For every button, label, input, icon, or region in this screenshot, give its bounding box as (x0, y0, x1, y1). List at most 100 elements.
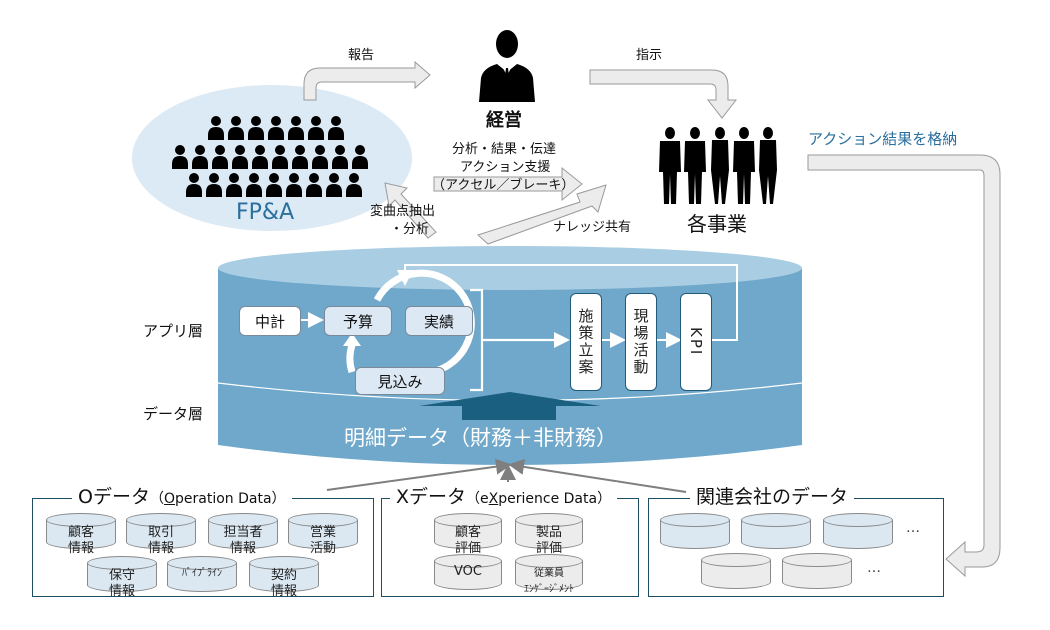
x-data-cylinder: VOC (434, 554, 502, 590)
affiliate-ellipsis-2: … (867, 560, 881, 576)
person-icon (326, 173, 342, 197)
cylinder-label: 担当者 情報 (223, 525, 263, 556)
inflection-arrow (384, 182, 437, 239)
affiliate-cylinder (660, 513, 730, 549)
o-data-title: Oデータ（Operation Data） (72, 482, 292, 509)
cycle-arc-arrow (346, 343, 356, 374)
o-data-cylinder: 取引 情報 (126, 513, 196, 556)
flow-box-plan: 施策立案 (570, 293, 602, 391)
flow-box-kpi: KPI (680, 293, 712, 391)
store-result-label: アクション結果を格納 (808, 130, 958, 148)
app-layer-label: アプリ層 (143, 322, 204, 340)
business-person-icon (659, 127, 681, 204)
management-desc-2: アクション支援 (460, 160, 551, 175)
person-icon (226, 173, 242, 197)
cylinder-label: VOC (454, 564, 482, 579)
x-data-cylinder: 従業員 ｴﾝｹﾞｰｼﾞﾒﾝﾄ (515, 554, 583, 595)
x-data-cylinder: 顧客 評価 (434, 513, 502, 556)
person-icon (286, 173, 302, 197)
person-icon (306, 173, 322, 197)
business-person-icon (759, 127, 777, 204)
person-icon (206, 173, 222, 197)
detail-data-label: 明細データ（財務＋非財務） (344, 426, 617, 450)
person-icon (308, 116, 324, 140)
o-data-cylinder: 契約 情報 (249, 556, 319, 599)
budget-box: 予算 (324, 306, 392, 336)
person-icon (288, 116, 304, 140)
actual-box: 実績 (405, 306, 473, 336)
knowledge-label: ナレッジ共有 (553, 220, 632, 235)
report-arrow (303, 60, 431, 101)
person-icon (248, 116, 264, 140)
instruct-arrow (589, 69, 738, 119)
midterm-box: 中計 (239, 306, 301, 336)
business-person-icon (711, 127, 729, 204)
x-data-group (381, 498, 639, 597)
cycle-arc (373, 269, 475, 376)
o-data-cylinder: 保守 情報 (87, 556, 157, 599)
fpa-label: FP&A (236, 200, 295, 225)
person-icon (186, 173, 202, 197)
management-label: 経営 (486, 110, 522, 131)
fpa-people-icon (168, 116, 383, 200)
person-icon (192, 145, 208, 169)
cylinder-label: 顧客 評価 (454, 525, 481, 556)
cylinder-label: 製品 評価 (535, 525, 562, 556)
person-icon (352, 145, 368, 169)
person-icon (272, 145, 288, 169)
report-label: 報告 (348, 48, 375, 63)
inflection-label-1: 変曲点抽出 (370, 204, 436, 219)
cylinder-label: 営業 活動 (309, 525, 336, 556)
affiliate-cylinder (782, 553, 852, 589)
person-icon (212, 145, 228, 169)
data-to-app-arrow (419, 392, 601, 420)
flow-box-field: 現場活動 (625, 293, 657, 391)
x-data-title: Xデータ（eXperience Data） (390, 482, 618, 509)
management-desc-1: 分析・結果・伝達 (452, 142, 557, 157)
x-data-cylinder: 製品 評価 (515, 513, 583, 556)
accel-arrow (433, 166, 583, 202)
business-person-icon (684, 127, 706, 204)
o-data-cylinder: 顧客 情報 (46, 513, 116, 556)
data-layer-label: データ層 (143, 405, 204, 423)
cylinder-label: 顧客 情報 (67, 525, 94, 556)
affiliate-cylinder (823, 513, 893, 549)
cylinder-label: ﾊﾟｲﾌﾟﾗｲﾝ (182, 568, 222, 579)
o-data-cylinder: ﾊﾟｲﾌﾟﾗｲﾝ (167, 556, 237, 592)
person-icon (232, 145, 248, 169)
person-icon (266, 173, 282, 197)
forecast-box: 見込み (355, 367, 445, 395)
affiliate-data-title: 関連会社のデータ (690, 482, 855, 509)
feedback-loop-line (397, 264, 738, 341)
person-icon (312, 145, 328, 169)
management-desc-3: （アクセル／ブレーキ） (432, 178, 575, 193)
management-person-icon (471, 28, 543, 102)
inflection-label-2: ・分析 (390, 222, 430, 237)
o-data-cylinder: 営業 活動 (288, 513, 358, 556)
business-person-icon (733, 127, 755, 204)
business-label: 各事業 (687, 212, 747, 236)
cylinder-label: 契約 情報 (270, 568, 297, 599)
affiliate-ellipsis-1: … (906, 520, 920, 536)
cylinder-label: 従業員 ｴﾝｹﾞｰｼﾞﾒﾝﾄ (524, 568, 574, 595)
person-icon (328, 116, 344, 140)
affiliate-cylinder (701, 553, 771, 589)
person-icon (208, 116, 224, 140)
instruct-label: 指示 (636, 48, 663, 63)
person-icon (246, 173, 262, 197)
person-icon (332, 145, 348, 169)
business-people-icon (652, 126, 782, 206)
person-icon (228, 116, 244, 140)
o-data-cylinder: 担当者 情報 (208, 513, 278, 556)
person-icon (292, 145, 308, 169)
cylinder-label: 取引 情報 (147, 525, 174, 556)
person-icon (252, 145, 268, 169)
person-icon (268, 116, 284, 140)
store-result-arrow (807, 154, 1001, 578)
person-icon (172, 145, 188, 169)
knowledge-arrow (477, 184, 607, 245)
person-icon (346, 173, 362, 197)
affiliate-cylinder (741, 513, 811, 549)
affiliate-line (508, 458, 687, 493)
o-data-line (326, 458, 512, 491)
